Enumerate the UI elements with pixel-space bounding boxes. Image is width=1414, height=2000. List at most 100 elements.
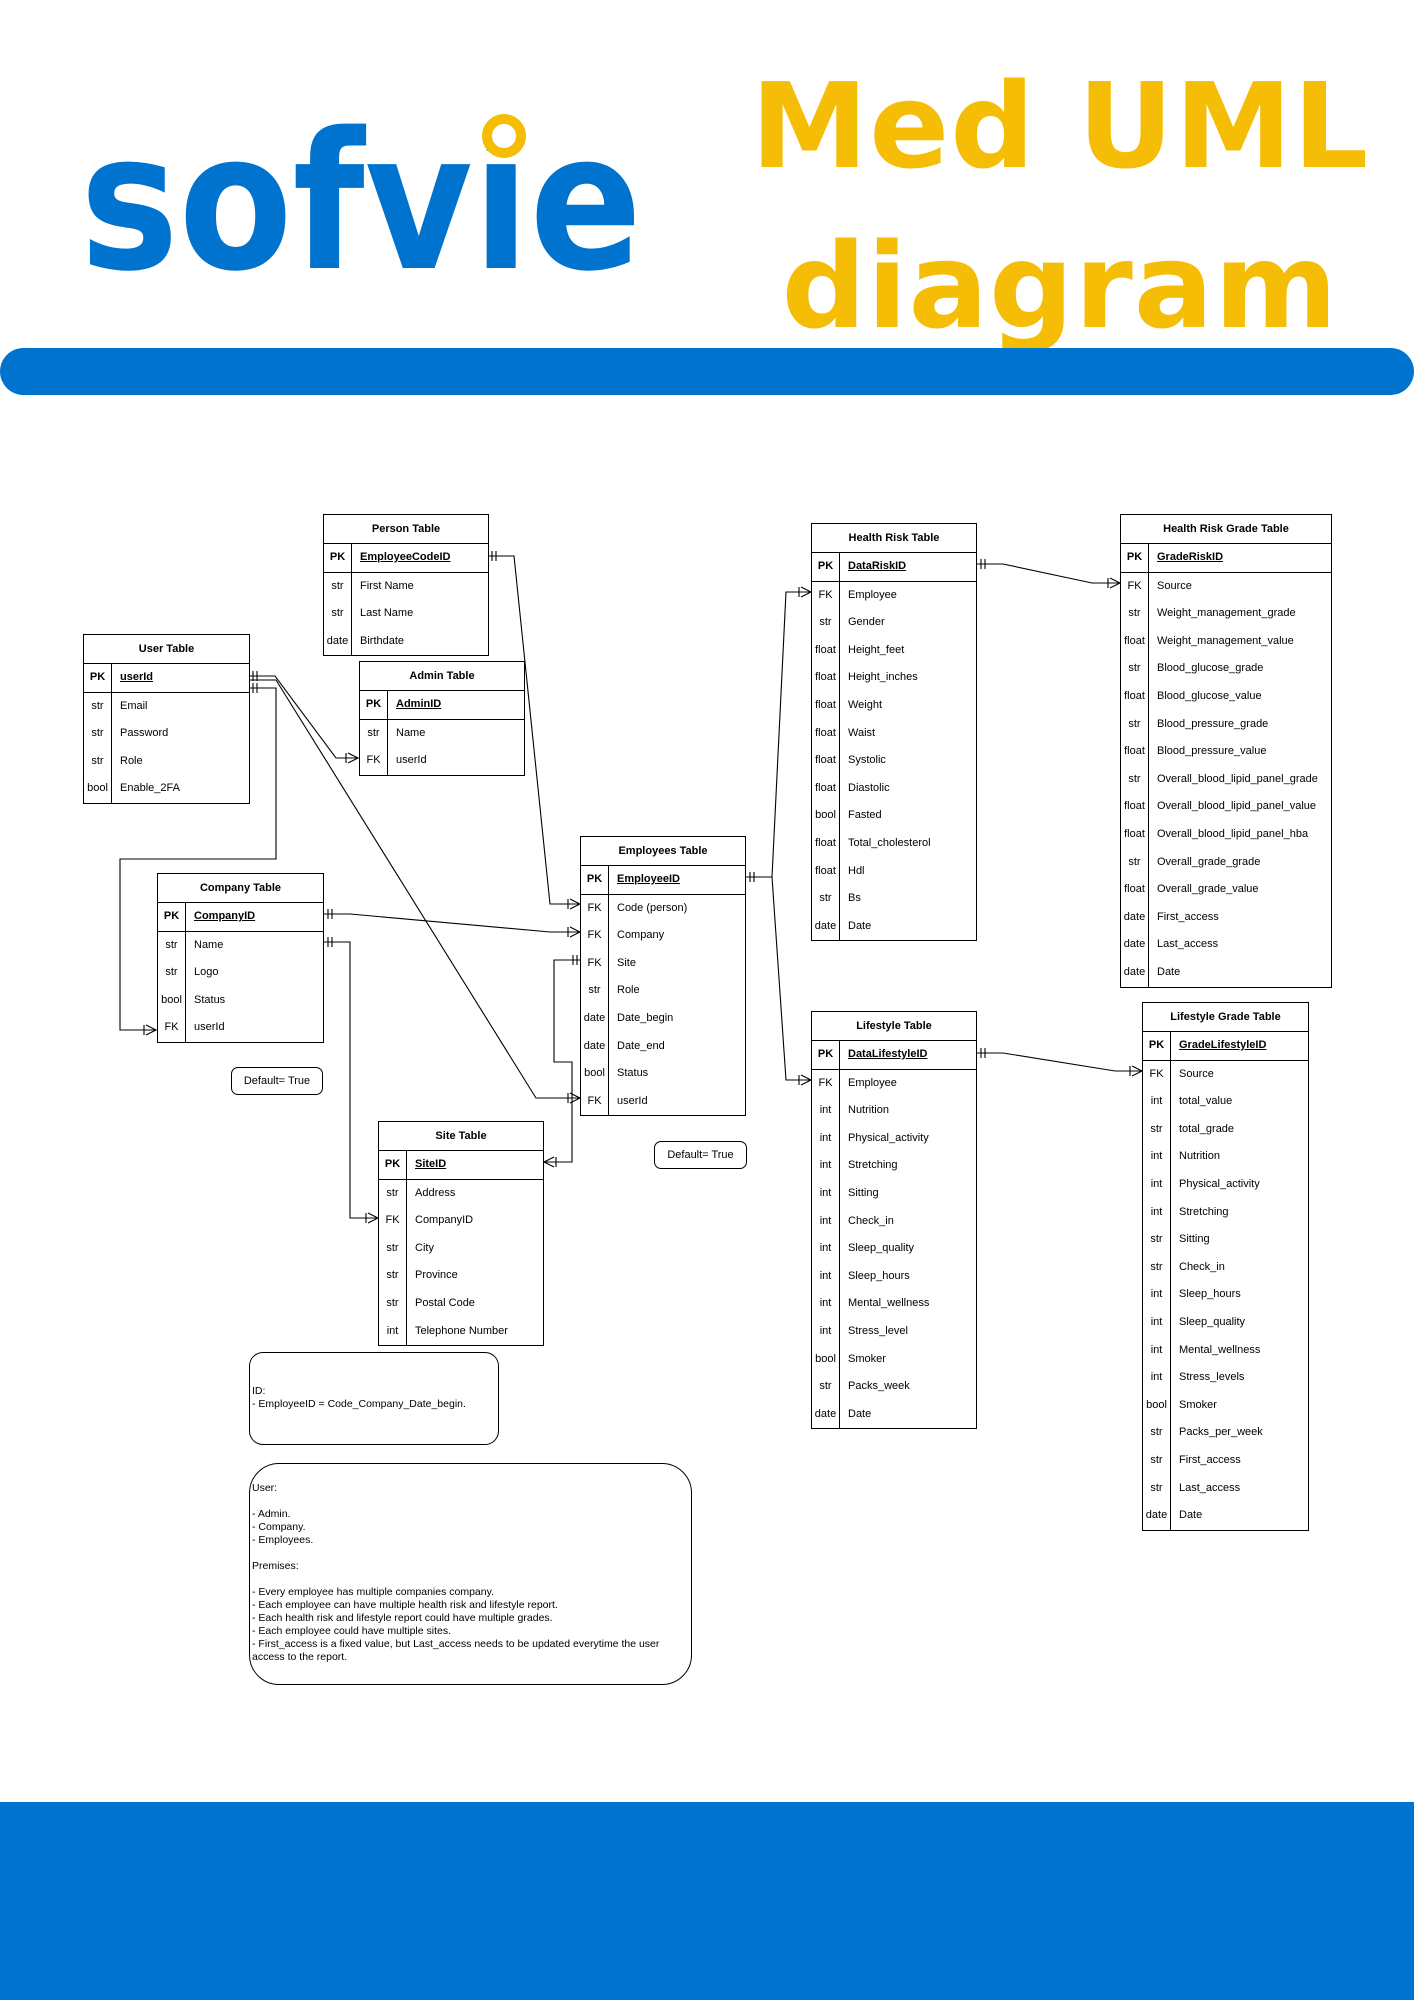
premises-note: User: - Admin. - Company. - Employees. P… bbox=[249, 1463, 692, 1685]
field-type: FK bbox=[1121, 572, 1149, 601]
field-type: str bbox=[379, 1262, 407, 1290]
field-name: GradeLifestyleID bbox=[1179, 1039, 1267, 1051]
field-type: int bbox=[812, 1290, 840, 1318]
field-name: Last Name bbox=[360, 607, 414, 620]
field-type: bool bbox=[812, 802, 840, 830]
field-name: Site bbox=[617, 956, 636, 969]
field-name: total_grade bbox=[1179, 1122, 1235, 1135]
field-name: Check_in bbox=[848, 1214, 894, 1227]
field-type: PK bbox=[1121, 544, 1149, 572]
field-type: str bbox=[1121, 655, 1149, 683]
field-type: int bbox=[1143, 1364, 1171, 1392]
field-type: str bbox=[1143, 1474, 1171, 1503]
connector-employees-lifestyle bbox=[771, 876, 811, 1081]
many-mandatory-icon bbox=[542, 1156, 557, 1168]
field-type: int bbox=[1143, 1170, 1171, 1199]
field-type: PK bbox=[84, 664, 112, 692]
field-type: PK bbox=[360, 691, 388, 719]
field-name: Overall_grade_grade bbox=[1157, 855, 1261, 868]
one-mandatory-icon bbox=[749, 872, 755, 882]
lifestyle-table-title: Lifestyle Table bbox=[812, 1012, 976, 1041]
field-type: str bbox=[812, 1373, 840, 1401]
field-name: Weight bbox=[848, 698, 883, 711]
field-type: str bbox=[1121, 600, 1149, 628]
company-default-note: Default= True bbox=[231, 1067, 323, 1095]
field-type: str bbox=[84, 720, 112, 748]
many-mandatory-icon bbox=[143, 1024, 158, 1036]
field-type: FK bbox=[812, 1069, 840, 1098]
field-name: Date bbox=[848, 1407, 872, 1420]
field-type: float bbox=[812, 636, 840, 665]
field-name: City bbox=[415, 1241, 434, 1254]
field-name: Packs_week bbox=[848, 1380, 910, 1393]
health-risk-grade-table-title: Health Risk Grade Table bbox=[1121, 515, 1331, 544]
company-table-title: Company Table bbox=[158, 874, 323, 903]
field-name: Blood_glucose_grade bbox=[1157, 662, 1264, 675]
field-type: int bbox=[1143, 1281, 1171, 1309]
field-type: date bbox=[1121, 903, 1149, 932]
field-row: date Date bbox=[812, 912, 976, 941]
field-type: date bbox=[324, 627, 352, 656]
field-type: str bbox=[1143, 1115, 1171, 1144]
field-name: Waist bbox=[848, 726, 876, 739]
field-name: Email bbox=[120, 699, 148, 712]
field-type: float bbox=[812, 774, 840, 803]
connector-user-company bbox=[119, 687, 277, 1031]
field-name: EmployeeCodeID bbox=[360, 551, 451, 563]
field-type: int bbox=[812, 1207, 840, 1236]
primary-key-row: PK GradeLifestyleID bbox=[1143, 1032, 1308, 1061]
field-type: str bbox=[1121, 710, 1149, 739]
field-type: date bbox=[812, 912, 840, 941]
field-name: Stretching bbox=[848, 1159, 898, 1172]
field-type: int bbox=[1143, 1198, 1171, 1227]
field-name: Date bbox=[1179, 1509, 1203, 1522]
field-name: Overall_grade_value bbox=[1157, 883, 1259, 896]
field-type: str bbox=[158, 959, 186, 987]
field-type: str bbox=[581, 977, 609, 1005]
field-type: float bbox=[1121, 793, 1149, 821]
field-name: Enable_2FA bbox=[120, 782, 180, 795]
connector-lifestyle-grade bbox=[977, 1052, 1142, 1072]
logo-wordmark: sofvie bbox=[80, 110, 642, 280]
field-name: Source bbox=[1157, 579, 1192, 592]
field-type: bool bbox=[84, 775, 112, 803]
field-name: Employee bbox=[848, 1076, 897, 1089]
field-name: Date bbox=[848, 919, 872, 932]
field-name: Employee bbox=[848, 588, 897, 601]
field-row: int Check_in bbox=[812, 1207, 976, 1236]
footer-band bbox=[0, 1802, 1414, 2000]
one-mandatory-icon bbox=[327, 937, 333, 947]
field-name: Blood_pressure_grade bbox=[1157, 717, 1269, 730]
field-name: Smoker bbox=[848, 1352, 886, 1365]
field-name: Total_cholesterol bbox=[848, 836, 931, 849]
